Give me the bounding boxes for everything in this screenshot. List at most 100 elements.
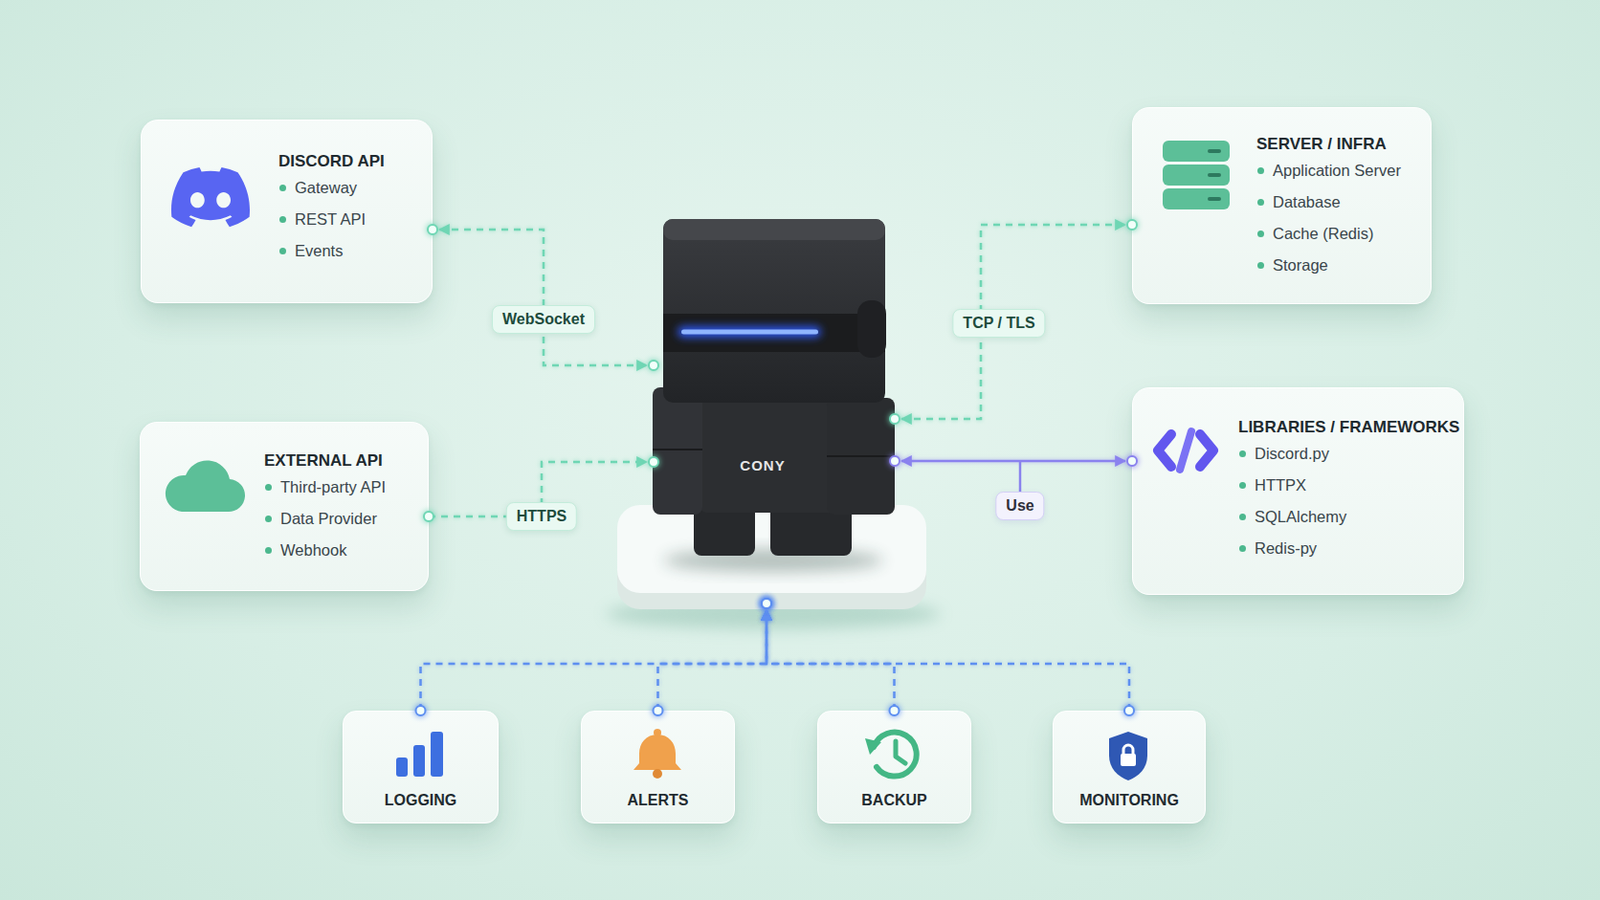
label-stem	[1019, 461, 1023, 494]
server-unit	[1162, 188, 1230, 210]
list-item: Storage	[1256, 249, 1401, 282]
connector-dot	[761, 599, 772, 609]
tile-label: BACKUP	[818, 790, 971, 812]
backup-arrow	[865, 738, 882, 756]
connector	[421, 610, 768, 712]
text-group: ALERTS	[581, 790, 734, 812]
card-heading: EXTERNAL API	[264, 450, 386, 472]
bell-icon	[633, 734, 682, 771]
server-slot	[1207, 197, 1222, 201]
robot-torso	[699, 394, 839, 513]
connector-dot	[761, 599, 772, 609]
connector-dot	[653, 706, 664, 716]
arm-joint	[826, 455, 895, 458]
card-heading: DISCORD API	[278, 151, 385, 173]
connector-dot	[889, 414, 900, 424]
list-item: REST API	[278, 203, 385, 236]
connector	[901, 460, 1126, 464]
arm-joint	[652, 448, 703, 451]
tile-label: MONITORING	[1053, 790, 1205, 812]
robot-head-top	[663, 219, 886, 241]
visor-light	[681, 330, 819, 335]
edge-label: WebSocket	[491, 305, 596, 334]
connector-dot	[423, 511, 434, 522]
connector-dot	[427, 224, 438, 235]
list-item: SQLAlchemy	[1238, 501, 1460, 534]
bell-knob	[653, 729, 662, 737]
text-group: EXTERNAL APIThird-party APIData Provider…	[264, 450, 386, 567]
list-item: HTTPX	[1238, 469, 1460, 502]
connector-dot	[889, 456, 900, 467]
connector-dot	[648, 457, 659, 467]
edge-label: Use	[995, 491, 1045, 521]
robot-arm	[826, 398, 895, 515]
libraries-card: LIBRARIES / FRAMEWORKSDiscord.pyHTTPXSQL…	[1132, 387, 1465, 596]
list-item: Events	[278, 235, 385, 267]
bell-clapper	[652, 769, 663, 779]
server-unit	[1162, 164, 1230, 186]
connector-dot	[1127, 456, 1137, 467]
connector-dot	[648, 360, 659, 371]
bot-node: CONY	[653, 219, 895, 604]
text-group: LOGGING	[343, 790, 498, 812]
bot-name: CONY	[724, 456, 801, 476]
connector	[901, 224, 1126, 420]
connector	[766, 610, 895, 712]
list-item: Webhook	[264, 534, 386, 567]
bar-icon	[413, 745, 425, 778]
text-group: SERVER / INFRAApplication ServerDatabase…	[1256, 133, 1401, 282]
connector	[439, 229, 647, 366]
tile-label: LOGGING	[343, 790, 498, 812]
connector-dot	[889, 706, 900, 716]
connector-dot	[1127, 220, 1137, 230]
robot-arm	[652, 387, 703, 515]
server-unit	[1162, 140, 1230, 162]
bar-icon	[430, 732, 444, 778]
clock-hands	[895, 741, 906, 764]
card-heading: SERVER / INFRA	[1256, 133, 1401, 156]
visor-glow	[677, 326, 822, 338]
list-item: Application Server	[1256, 155, 1401, 187]
list-item: Cache (Redis)	[1256, 218, 1401, 250]
connector-dot	[1124, 706, 1134, 716]
server-slot	[1207, 173, 1222, 178]
edge-label: TCP / TLS	[952, 309, 1045, 338]
list-item: Database	[1256, 186, 1401, 219]
code-icon	[1157, 434, 1172, 467]
connector-dot	[761, 599, 772, 609]
robot-ear	[857, 300, 887, 358]
shield-icon	[1109, 732, 1148, 781]
list-item: Gateway	[278, 172, 385, 204]
lock-body	[1120, 754, 1136, 767]
text-group: MONITORING	[1053, 790, 1205, 812]
card-heading: LIBRARIES / FRAMEWORKS	[1238, 417, 1460, 439]
tile-label: ALERTS	[581, 790, 734, 812]
cloud-icon	[165, 461, 245, 512]
list-item: Redis-py	[1238, 533, 1460, 565]
list-item: Discord.py	[1238, 438, 1460, 470]
discord-logo	[171, 167, 250, 227]
list-item: Data Provider	[264, 503, 386, 535]
connector-dot	[761, 599, 772, 609]
connector	[658, 610, 768, 712]
text-group: BACKUP	[818, 790, 971, 812]
robot-head	[663, 219, 886, 403]
code-icon	[1179, 431, 1192, 470]
text-group: CONY	[724, 456, 801, 476]
text-group: DISCORD APIGatewayREST APIEvents	[278, 151, 385, 267]
bar-icon	[396, 757, 408, 778]
backup-icon	[873, 733, 917, 778]
connector	[766, 610, 1130, 712]
robot-visor	[663, 313, 886, 353]
list-item: Third-party API	[264, 471, 386, 504]
server-slot	[1207, 149, 1222, 154]
text-group: LIBRARIES / FRAMEWORKSDiscord.pyHTTPXSQL…	[1238, 417, 1460, 565]
backup-tile: BACKUP	[817, 711, 972, 824]
lock-shackle	[1123, 745, 1134, 756]
connector-dot	[416, 706, 426, 716]
